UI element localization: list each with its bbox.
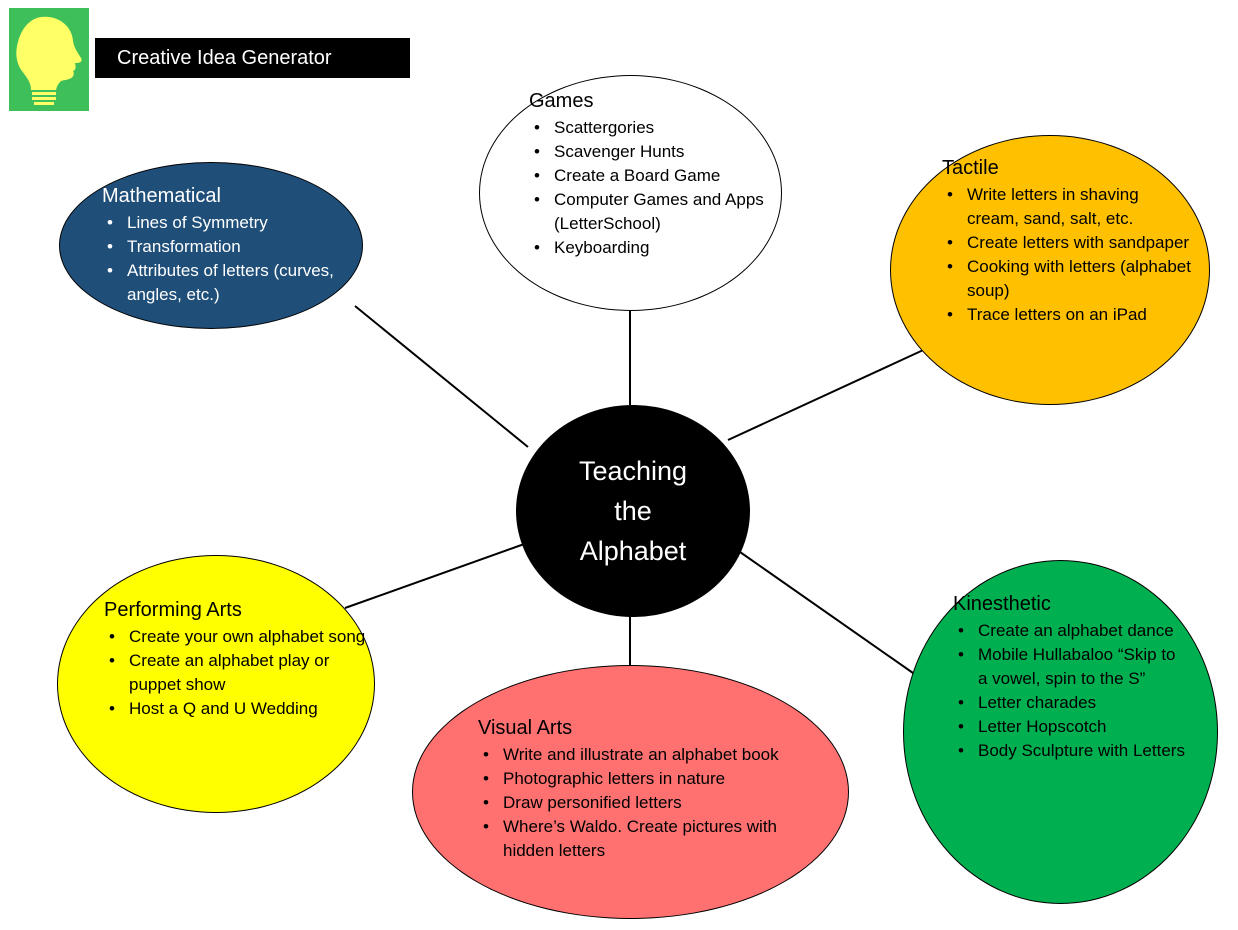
visual-arts-content: Visual Arts Write and illustrate an alph…	[478, 715, 818, 863]
tactile-content: Tactile Write letters in shaving cream, …	[942, 155, 1192, 327]
kinesthetic-list: Create an alphabet dance Mobile Hullabal…	[953, 619, 1188, 763]
list-item: Computer Games and Apps (LetterSchool)	[529, 188, 779, 236]
list-item: Transformation	[102, 235, 342, 259]
list-item: Host a Q and U Wedding	[104, 697, 369, 721]
visual-arts-title: Visual Arts	[478, 717, 573, 739]
page-title: Creative Idea Generator	[95, 38, 410, 78]
list-item: Where’s Waldo. Create pictures with hidd…	[478, 815, 818, 863]
performing-arts-list: Create your own alphabet song Create an …	[104, 625, 369, 721]
connector-performing-arts	[344, 542, 528, 609]
list-item: Write letters in shaving cream, sand, sa…	[942, 183, 1192, 231]
connector-tactile	[727, 345, 933, 441]
tactile-list: Write letters in shaving cream, sand, sa…	[942, 183, 1192, 327]
performing-arts-title: Performing Arts	[104, 599, 242, 621]
list-item: Create your own alphabet song	[104, 625, 369, 649]
mathematical-content: Mathematical Lines of Symmetry Transform…	[102, 183, 342, 307]
list-item: Photographic letters in nature	[478, 767, 818, 791]
games-title: Games	[529, 90, 594, 112]
lightbulb-head-icon	[9, 8, 89, 111]
list-item: Create an alphabet dance	[953, 619, 1188, 643]
list-item: Attributes of letters (curves, angles, e…	[102, 259, 342, 307]
list-item: Create letters with sandpaper	[942, 231, 1192, 255]
games-list: Scattergories Scavenger Hunts Create a B…	[529, 116, 779, 260]
list-item: Body Sculpture with Letters	[953, 739, 1188, 763]
tactile-title: Tactile	[942, 157, 999, 179]
kinesthetic-title: Kinesthetic	[953, 593, 1051, 615]
list-item: Scavenger Hunts	[529, 140, 779, 164]
list-item: Letter charades	[953, 691, 1188, 715]
performing-arts-content: Performing Arts Create your own alphabet…	[104, 597, 369, 721]
list-item: Scattergories	[529, 116, 779, 140]
list-item: Create a Board Game	[529, 164, 779, 188]
connector-mathematical	[354, 305, 529, 448]
visual-arts-list: Write and illustrate an alphabet book Ph…	[478, 743, 818, 863]
list-item: Draw personified letters	[478, 791, 818, 815]
center-label: Teaching the Alphabet	[578, 456, 688, 566]
mathematical-list: Lines of Symmetry Transformation Attribu…	[102, 211, 342, 307]
list-item: Letter Hopscotch	[953, 715, 1188, 739]
connector-kinesthetic	[739, 551, 914, 674]
list-item: Cooking with letters (alphabet soup)	[942, 255, 1192, 303]
kinesthetic-content: Kinesthetic Create an alphabet dance Mob…	[953, 591, 1188, 763]
games-content: Games Scattergories Scavenger Hunts Crea…	[529, 88, 779, 260]
mathematical-title: Mathematical	[102, 185, 221, 207]
center-node: Teaching the Alphabet	[516, 405, 750, 617]
list-item: Lines of Symmetry	[102, 211, 342, 235]
list-item: Trace letters on an iPad	[942, 303, 1192, 327]
list-item: Write and illustrate an alphabet book	[478, 743, 818, 767]
list-item: Mobile Hullabaloo “Skip to a vowel, spin…	[953, 643, 1188, 691]
list-item: Keyboarding	[529, 236, 779, 260]
list-item: Create an alphabet play or puppet show	[104, 649, 369, 697]
